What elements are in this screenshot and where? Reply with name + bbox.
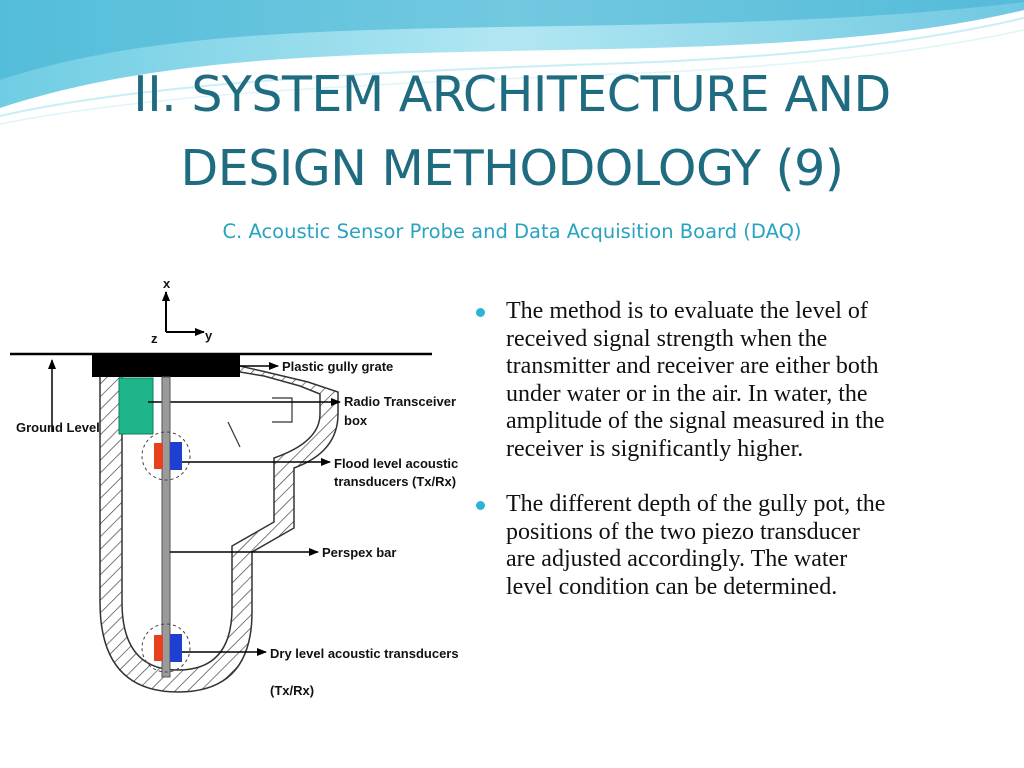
- acoustic-probe-diagram: x y z Ground Level Plastic gully grate R…: [10, 276, 459, 698]
- axis-z-label: z: [151, 331, 158, 346]
- bullet-text: The method is to evaluate the level of r…: [506, 298, 885, 462]
- slide-subtitle: C. Acoustic Sensor Probe and Data Acquis…: [222, 220, 802, 243]
- plastic-gully-grate: [92, 355, 240, 377]
- slide-title: II. SYSTEM ARCHITECTURE AND DESIGN METHO…: [40, 58, 984, 206]
- axis-y-label: y: [205, 328, 213, 343]
- bullet-dot-icon: [476, 308, 485, 317]
- flood-level-label-1: Flood level acoustic: [334, 456, 458, 471]
- radio-transceiver-box: [118, 377, 154, 435]
- pipe-fitting: [272, 397, 293, 423]
- flood-level-transducers: [141, 431, 191, 481]
- radio-transceiver-label-1: Radio Transceiver: [344, 394, 456, 409]
- bullet-text: The different depth of the gully pot, th…: [506, 491, 886, 600]
- bullet-item: The method is to evaluate the level of r…: [474, 298, 894, 463]
- dry-level-label-1: Dry level acoustic transducers: [270, 646, 459, 661]
- perspex-bar: [161, 376, 171, 678]
- header-wave-decoration: [0, 0, 1024, 125]
- axis-x-label: x: [163, 276, 171, 291]
- axis-indicator: x y z: [151, 276, 213, 346]
- bullet-item: The different depth of the gully pot, th…: [474, 491, 894, 601]
- perspex-bar-label: Perspex bar: [322, 545, 396, 560]
- bullet-dot-icon: [476, 501, 485, 510]
- slide-title-line-1: II. SYSTEM ARCHITECTURE AND: [133, 66, 891, 123]
- flood-level-label-2: transducers (Tx/Rx): [334, 474, 456, 489]
- slide-title-line-2: DESIGN METHODOLOGY (9): [180, 140, 844, 197]
- bullet-list: The method is to evaluate the level of r…: [474, 298, 894, 601]
- plastic-gully-grate-label: Plastic gully grate: [282, 359, 393, 374]
- dry-level-label-2: (Tx/Rx): [270, 683, 314, 698]
- ground-level-label: Ground Level: [16, 420, 100, 435]
- radio-transceiver-label-2: box: [344, 413, 368, 428]
- dry-level-transducers: [141, 623, 191, 673]
